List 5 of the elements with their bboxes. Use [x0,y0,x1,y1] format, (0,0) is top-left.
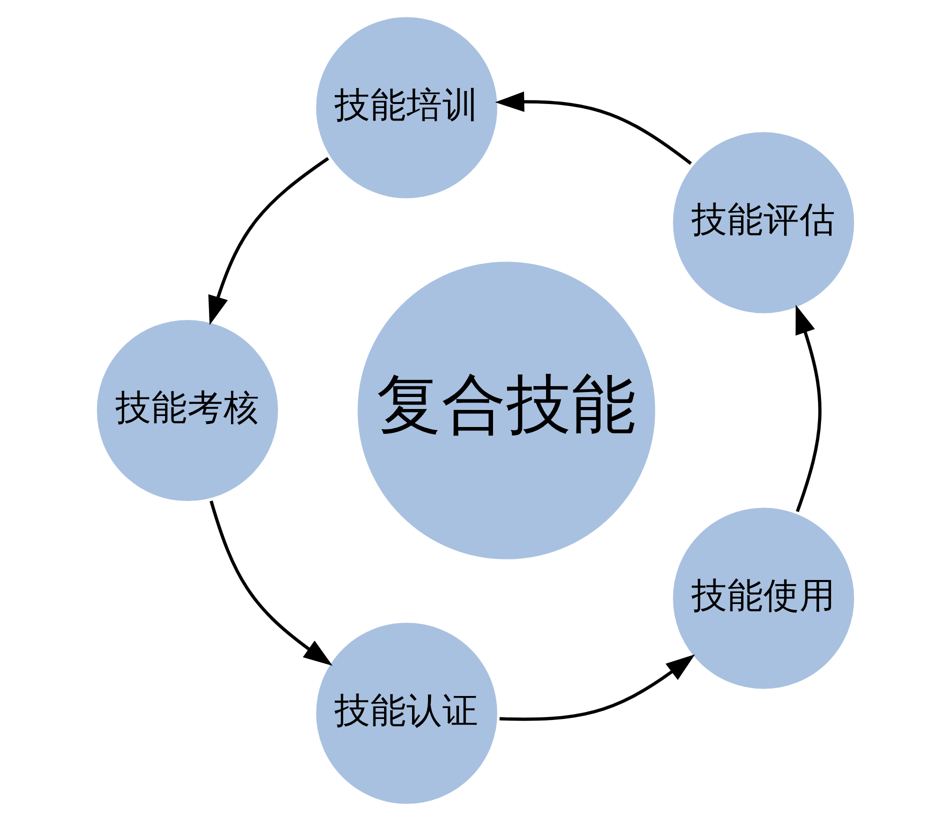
arrow [208,157,329,326]
arrow [499,654,695,721]
arrow [494,92,692,165]
arrow [795,304,821,512]
arrow [209,500,332,666]
